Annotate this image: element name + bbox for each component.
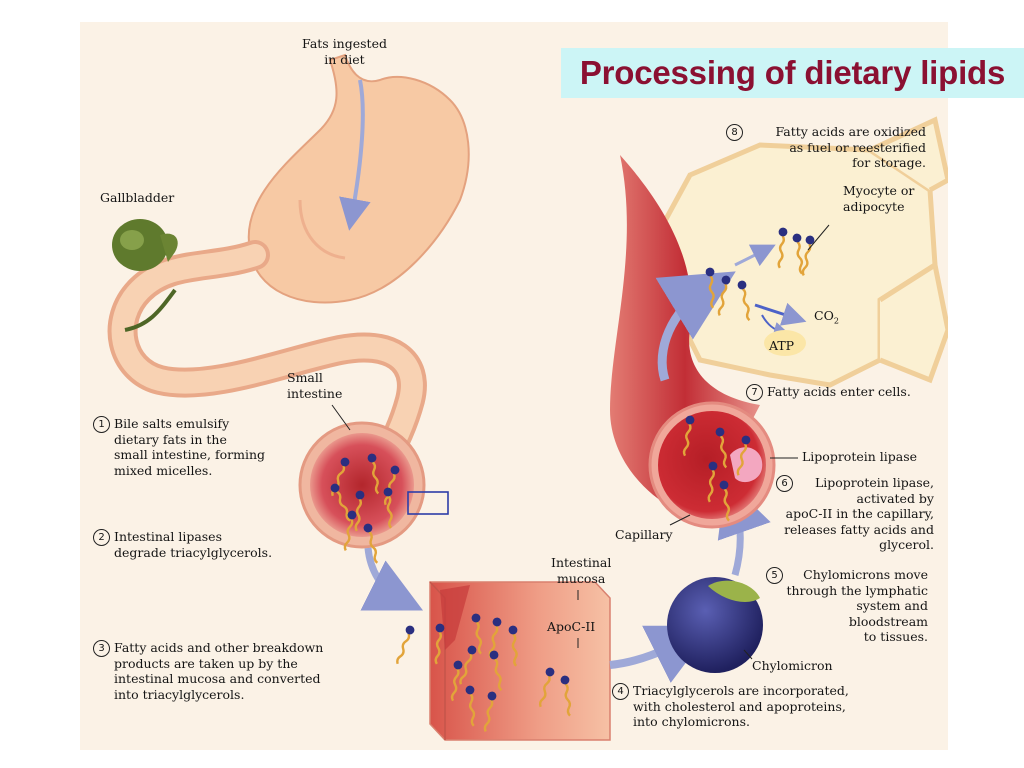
capillary-label: Capillary (615, 527, 673, 542)
fatty-acid-icon (354, 490, 365, 532)
step-number: 6 (776, 475, 793, 492)
step-number: 7 (746, 384, 763, 401)
step-text: Chylomicrons move through the lymphatic … (786, 567, 928, 644)
step-number: 1 (93, 416, 110, 433)
step-text: Fatty acids and other breakdown products… (114, 640, 324, 702)
fatty-acid-icon (717, 275, 731, 316)
fatty-acid-icon (736, 435, 751, 476)
ingestion-arrow (339, 79, 371, 231)
gallbladder-label: Gallbladder (100, 190, 175, 205)
fats-ingested-label: Fats ingested in diet (302, 36, 387, 67)
chylomicron-particle (667, 577, 763, 673)
fatty-acid-icon (489, 650, 503, 692)
pointer-lines (331, 224, 830, 660)
zoom-box (407, 491, 449, 515)
lipoprotein-lipase-label: Lipoprotein lipase (802, 449, 918, 464)
fatty-acid-icon (450, 660, 463, 702)
step-number: 3 (93, 640, 110, 657)
fatty-acid-icon (343, 510, 357, 551)
intestine-cross-section (298, 421, 426, 549)
fatty-acid-icon (508, 625, 518, 667)
atp-label: ATP (769, 338, 795, 353)
co2-arrow (754, 302, 807, 326)
fatty-acid-icon (488, 617, 502, 658)
chylomicron-label: Chylomicron (752, 658, 833, 673)
fatty-acid-icon (715, 427, 728, 469)
step-text: Fatty acids are oxidized as fuel or rees… (775, 124, 926, 170)
step-number: 2 (93, 529, 110, 546)
fatty-acid-icon (705, 267, 715, 309)
fatty-acid-icon (792, 233, 804, 275)
fatty-acid-icon (801, 235, 815, 276)
fatty-acid-icon (682, 415, 695, 457)
step-text: Bile salts emulsify dietary fats in the … (114, 416, 266, 478)
step-text: Triacylglycerols are incorporated, with … (633, 683, 849, 729)
page-title: Processing of dietary lipids (561, 48, 1024, 98)
step-number: 5 (766, 567, 783, 584)
fatty-acid-icon (367, 453, 380, 495)
to-mucosa-arrow (360, 547, 424, 611)
fatty-acid-icon (777, 227, 788, 269)
apoc2-label: ApoC-II (547, 619, 596, 634)
fatty-acid-icon (471, 613, 483, 655)
fatty-acid-icon (538, 667, 555, 708)
diagram-area: Processing of dietary lipids Fats ingest… (80, 22, 1024, 750)
small-intestine-tube (107, 240, 427, 485)
atp-blob (764, 330, 806, 356)
fatty-acid-icon (719, 480, 731, 522)
step-number: 8 (726, 124, 743, 141)
lipid-processing-illustration (107, 53, 948, 741)
fatty-acid-icon (396, 625, 415, 665)
small-intestine-label: Small intestine (287, 370, 343, 401)
fatty-acid-icon (330, 483, 351, 522)
fatty-acid-icon (434, 623, 445, 665)
co2-label: CO2 (814, 308, 839, 326)
step-text: Fatty acids enter cells. (767, 384, 911, 399)
myocyte-label: Myocyte or adipocyte (843, 183, 915, 214)
fatty-acid-icon (737, 280, 751, 322)
fatty-acid-icon (707, 461, 718, 503)
reesterify-arrow (734, 244, 776, 267)
fatty-acid-icon (560, 675, 572, 717)
intestinal-mucosa-label: Intestinal mucosa (551, 555, 612, 586)
fatty-acid-icon (483, 691, 497, 732)
gallbladder (112, 219, 178, 332)
fatty-acid-icon (363, 523, 379, 564)
step-text: Intestinal lipases degrade triacylglycer… (114, 529, 273, 560)
into-cell-arrow (655, 271, 736, 382)
step-text: Lipoprotein lipase, activated by apoC-II… (784, 475, 934, 552)
step-number: 4 (612, 683, 629, 700)
fatty-acids (330, 227, 815, 732)
fatty-acid-icon (459, 645, 477, 685)
fatty-acid-icon (465, 685, 476, 727)
fatty-acid-icon (383, 487, 393, 529)
